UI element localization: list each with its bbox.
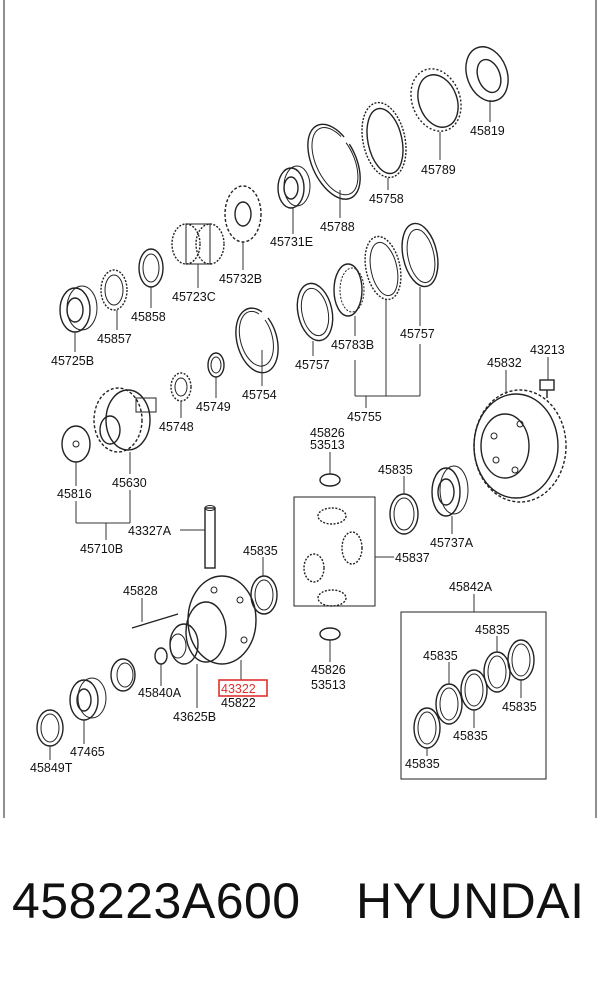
label-45826-b: 45826 (311, 663, 346, 677)
label-43213: 43213 (530, 343, 565, 357)
part-45826-washer-b (319, 627, 341, 641)
exploded-parts-diagram: 45819 45789 45758 45788 45731E 45732B 45… (3, 0, 597, 818)
label-45757-a: 45757 (295, 358, 330, 372)
part-45828-shaft (131, 613, 179, 629)
part-45816-cover (61, 425, 91, 463)
label-45828: 45828 (123, 584, 158, 598)
differential-gears-box (293, 496, 376, 607)
label-45840A: 45840A (138, 686, 182, 700)
part-45731E-bearing (277, 165, 311, 209)
part-45783B-needle-bearing (333, 263, 365, 317)
label-45789: 45789 (421, 163, 456, 177)
part-45826-washer-a (319, 473, 341, 487)
label-47465: 47465 (70, 745, 105, 759)
part-45630-drive-gear-assembly (93, 387, 157, 453)
part-45754-snap-ring (235, 307, 279, 374)
label-45737A: 45737A (430, 536, 474, 550)
part-45857-bearing-inner (104, 274, 124, 306)
label-45835-g: 45835 (405, 757, 440, 771)
label-45630: 45630 (112, 476, 147, 490)
part-45723C-gear (171, 223, 225, 265)
label-43327A: 43327A (128, 524, 172, 538)
part-45837-side-gears (303, 507, 363, 607)
label-45835-b: 45835 (243, 544, 278, 558)
part-45725B-bearing (59, 285, 98, 333)
label-45849T: 45849T (30, 761, 73, 775)
label-45731E: 45731E (270, 235, 313, 249)
part-45788-snap-ring (307, 123, 361, 200)
shim-set-box (400, 611, 547, 780)
part-45840A-washer (154, 647, 168, 665)
label-45749: 45749 (196, 400, 231, 414)
label-45826-a: 45826 (310, 426, 345, 440)
label-45832: 45832 (487, 356, 522, 370)
label-45748: 45748 (159, 420, 194, 434)
label-45725B: 45725B (51, 354, 94, 368)
label-45837: 45837 (395, 551, 430, 565)
part-45822-differential-case (169, 575, 257, 665)
label-45835-a: 45835 (378, 463, 413, 477)
label-45857: 45857 (97, 332, 132, 346)
part-45748-washer-inner (174, 377, 188, 397)
part-45757-plate-a (401, 222, 439, 288)
part-45748-washer (170, 372, 192, 402)
part-number: 458223A600 (12, 873, 301, 929)
label-45842A: 45842A (449, 580, 493, 594)
part-45732B-sprocket (224, 185, 262, 243)
part-45857-bearing (100, 269, 128, 311)
part-bearing-cup-inner (116, 662, 134, 688)
label-45835-d: 45835 (423, 649, 458, 663)
label-45835-c: 45835 (475, 623, 510, 637)
label-45723C: 45723C (172, 290, 216, 304)
part-45819-ring (465, 46, 509, 102)
part-45749-washer-inner (210, 356, 222, 374)
label-45822: 45822 (221, 696, 256, 710)
label-45754: 45754 (242, 388, 277, 402)
part-45758-plate (361, 101, 407, 179)
part-caption: 458223A600 HYUNDAI (0, 872, 600, 952)
label-45755: 45755 (347, 410, 382, 424)
brand-name: HYUNDAI (356, 873, 585, 929)
part-45849T-shim-inner (40, 713, 60, 743)
label-53513-a: 53513 (310, 438, 345, 452)
highlight-box-43322 (218, 679, 268, 697)
label-45819: 45819 (470, 124, 505, 138)
part-45835-shim-b-inner (254, 579, 274, 611)
part-45757-plate-b (364, 235, 402, 301)
part-45858-washer-inner (142, 253, 160, 283)
part-47465-bearing (69, 677, 107, 721)
label-45816: 45816 (57, 487, 92, 501)
part-43213-drain-plug (539, 379, 555, 398)
label-45757-b: 45757 (400, 327, 435, 341)
part-45757-ring (296, 282, 334, 342)
part-43327A-pin (204, 505, 216, 569)
part-45737A-bearing (431, 465, 469, 517)
label-45835-f: 45835 (453, 729, 488, 743)
label-43322-highlighted: 43322 (221, 682, 256, 696)
part-45832-ring-gear (473, 389, 567, 503)
label-45758: 45758 (369, 192, 404, 206)
label-45788: 45788 (320, 220, 355, 234)
label-45858: 45858 (131, 310, 166, 324)
part-labels: 45819 45789 45758 45788 45731E 45732B 45… (30, 124, 565, 775)
part-bearing-cup (110, 658, 136, 692)
part-45835-shim-a-inner (393, 497, 415, 531)
label-53513-b: 53513 (311, 678, 346, 692)
part-45789-clutch-plate (410, 68, 462, 132)
label-45710B: 45710B (80, 542, 123, 556)
label-45732B: 45732B (219, 272, 262, 286)
leader-lines (49, 100, 549, 760)
part-45835-shim-b (250, 575, 278, 615)
label-45783B: 45783B (331, 338, 374, 352)
label-45835-e: 45835 (502, 700, 537, 714)
label-43625B: 43625B (173, 710, 216, 724)
